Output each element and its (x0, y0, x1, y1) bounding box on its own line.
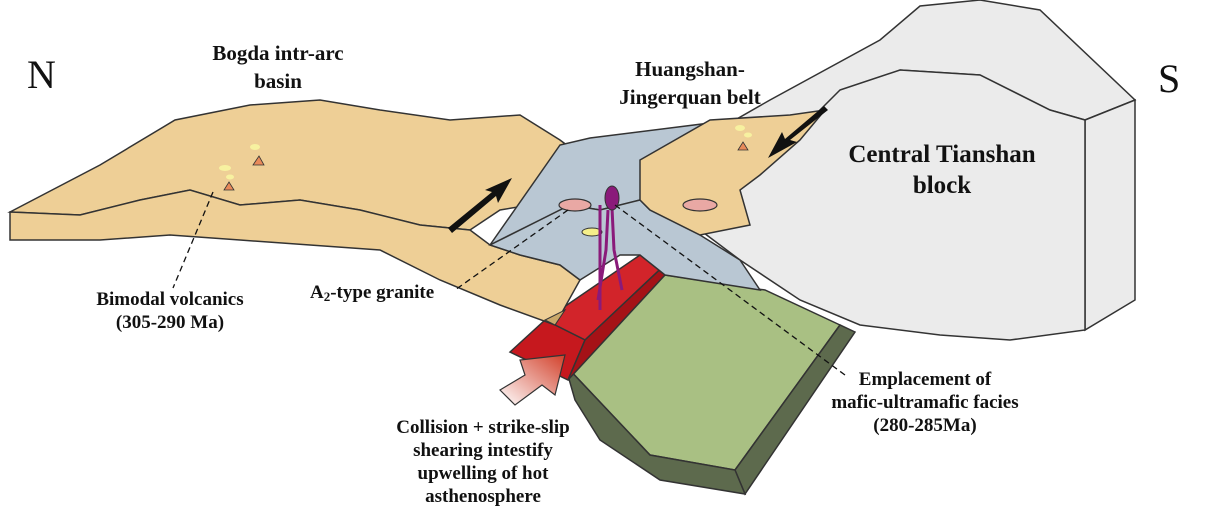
bimodal-label-line1: Bimodal volcanics (96, 289, 243, 310)
collision-label-line3: upwelling of hot (418, 463, 550, 484)
volcanic-marker (226, 175, 234, 180)
volcanic-marker (219, 165, 231, 171)
tianshan-label-line1: Central Tianshan (848, 141, 1035, 168)
volcanic-marker (744, 133, 752, 138)
volcanic-marker (250, 144, 260, 150)
emplacement-label-line1: Emplacement of (859, 369, 992, 390)
north-label: N (27, 52, 56, 97)
emplacement-label-line3: (280-285Ma) (873, 415, 976, 436)
south-label: S (1158, 56, 1180, 101)
collision-label-line4: asthenosphere (425, 486, 541, 507)
emplacement-label-line2: mafic-ultramafic facies (831, 392, 1018, 413)
tianshan-label-line2: block (913, 172, 971, 199)
collision-label-line2: shearing intestify (413, 440, 553, 461)
tianshan-block-side (1085, 100, 1135, 330)
granite-body-left (559, 199, 591, 211)
granite-body-right (683, 199, 717, 211)
huangshan-label-line1: Huangshan- (635, 57, 745, 81)
bogda-label-line1: Bogda intr-arc (212, 41, 343, 65)
volcanic-marker (735, 125, 745, 131)
bimodal-label-line2: (305-290 Ma) (116, 312, 224, 333)
collision-label-line1: Collision + strike-slip (396, 417, 569, 438)
huangshan-label-line2: Jingerquan belt (619, 85, 760, 109)
upwelling-arrow (500, 355, 565, 405)
bogda-label-line2: basin (254, 69, 302, 93)
granite-label: A2-type granite (310, 282, 434, 304)
